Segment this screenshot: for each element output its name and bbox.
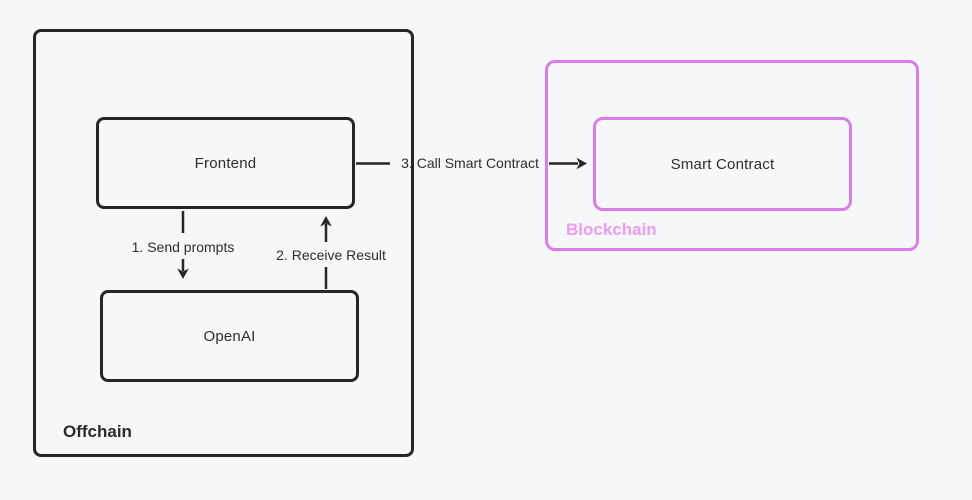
edge-label-receive-result: 2. Receive Result bbox=[276, 247, 386, 263]
group-blockchain: Blockchain bbox=[545, 60, 919, 251]
group-offchain-label: Offchain bbox=[63, 422, 132, 441]
node-openai-label: OpenAI bbox=[203, 327, 256, 345]
node-smart-contract-label: Smart Contract bbox=[670, 155, 775, 173]
group-offchain: Offchain bbox=[33, 29, 414, 457]
node-frontend: Frontend bbox=[96, 117, 355, 209]
node-frontend-label: Frontend bbox=[194, 154, 257, 172]
group-blockchain-label: Blockchain bbox=[566, 220, 657, 239]
node-smart-contract: Smart Contract bbox=[593, 117, 852, 211]
edge-label-call-smart-contract: 3. Call Smart Contract bbox=[401, 155, 539, 171]
node-openai: OpenAI bbox=[100, 290, 359, 382]
edge-label-send-prompts: 1. Send prompts bbox=[131, 239, 235, 255]
